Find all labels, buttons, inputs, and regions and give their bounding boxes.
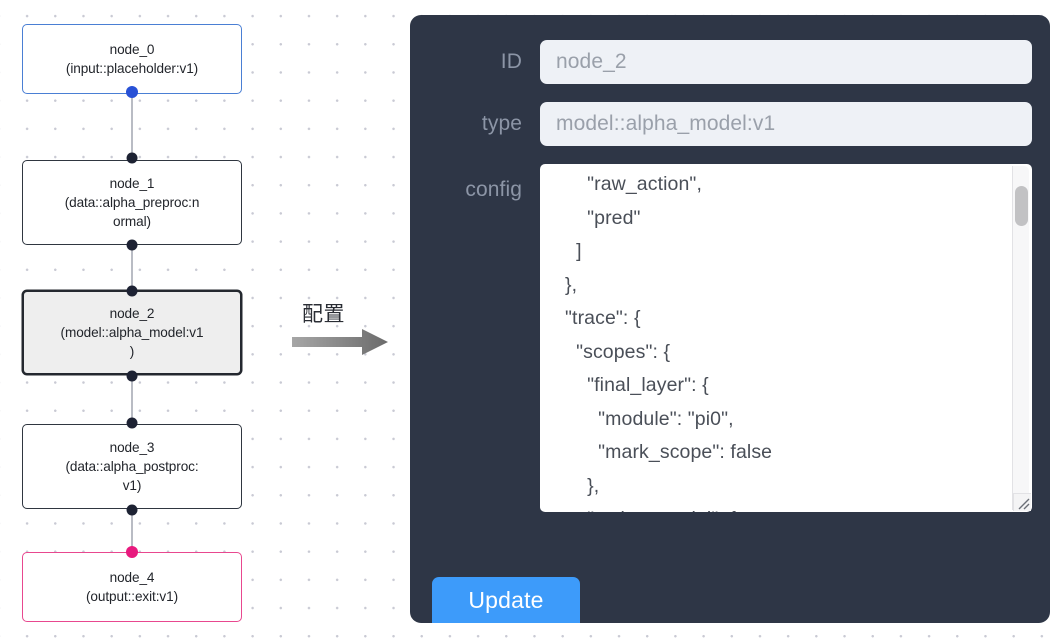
graph-node-label: node_2 (model::alpha_model:v1 ) — [60, 305, 204, 360]
edge-node3-node4 — [131, 510, 134, 552]
port-node_3-out[interactable] — [126, 504, 138, 516]
graph-node-label: node_0 (input::placeholder:v1) — [65, 41, 199, 76]
graph-node-node_3[interactable]: node_3 (data::alpha_postproc: v1) — [22, 424, 242, 509]
type-input[interactable] — [540, 102, 1032, 146]
type-field-label: type — [481, 112, 522, 135]
graph-node-label: node_3 (data::alpha_postproc: v1) — [65, 439, 199, 494]
field-row-id: ID — [428, 31, 1032, 93]
field-row-config: config — [428, 155, 1032, 521]
graph-node-node_0[interactable]: node_0 (input::placeholder:v1) — [22, 24, 242, 94]
port-node_0-out[interactable] — [126, 86, 138, 98]
edge-node0-node1 — [131, 90, 134, 160]
update-button[interactable]: Update — [432, 577, 580, 623]
transition-annotation: 配置 — [292, 298, 398, 360]
field-row-type: type — [428, 93, 1032, 155]
arrow-right-icon — [292, 329, 388, 355]
graph-node-node_2[interactable]: node_2 (model::alpha_model:v1 ) — [22, 290, 242, 375]
resize-grip-icon — [1018, 498, 1030, 510]
port-node_1-out[interactable] — [126, 239, 138, 251]
id-field-label: ID — [500, 50, 522, 73]
edge-node1-node2 — [131, 245, 134, 295]
config-resize-handle[interactable] — [1013, 493, 1031, 511]
port-node_1-in[interactable] — [126, 152, 138, 164]
port-node_4-in[interactable] — [126, 546, 138, 558]
graph-node-node_1[interactable]: node_1 (data::alpha_preproc:n ormal) — [22, 160, 242, 245]
port-node_3-in[interactable] — [126, 417, 138, 429]
graph-node-label: node_4 (output::exit:v1) — [86, 569, 178, 604]
config-editor-wrapper — [540, 164, 1032, 512]
graph-node-node_4[interactable]: node_4 (output::exit:v1) — [22, 552, 242, 622]
port-node_2-in[interactable] — [126, 285, 138, 297]
graph-node-label: node_1 (data::alpha_preproc:n ormal) — [64, 175, 200, 230]
node-inspector-panel: ID type config Update — [410, 15, 1050, 623]
port-node_2-out[interactable] — [126, 370, 138, 382]
transition-label: 配置 — [302, 302, 345, 326]
edge-node2-node3 — [131, 375, 134, 423]
id-input[interactable] — [540, 40, 1032, 84]
config-field-label: config — [465, 178, 522, 201]
config-scrollbar-thumb[interactable] — [1015, 186, 1028, 226]
config-textarea[interactable] — [540, 164, 1032, 512]
config-scrollbar[interactable] — [1012, 166, 1029, 510]
